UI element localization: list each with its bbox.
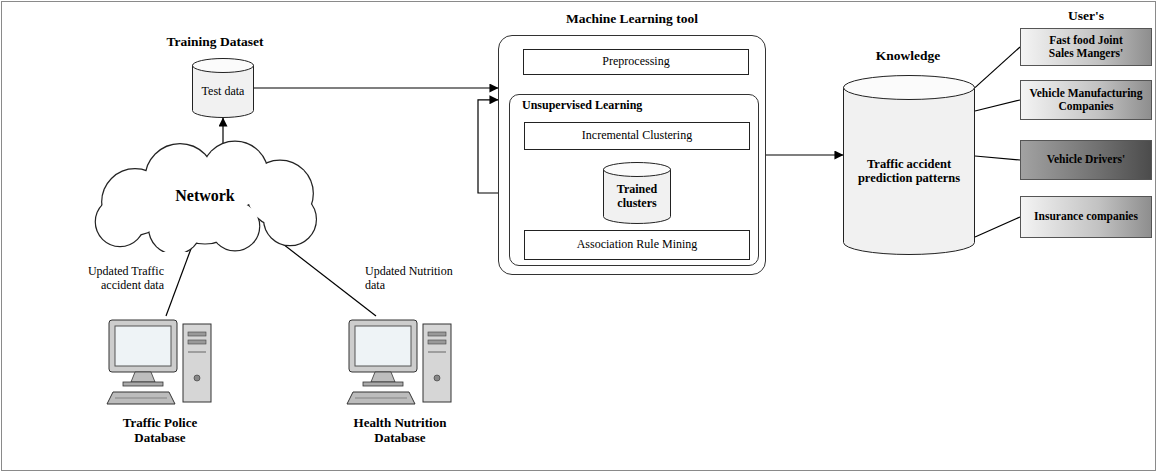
node-label: Test data <box>193 85 253 99</box>
network-cloud: Network <box>75 140 335 252</box>
connector <box>166 246 192 316</box>
node-label: Preprocessing <box>602 55 669 69</box>
connector <box>766 154 843 155</box>
computer-icon <box>105 316 215 411</box>
node-label: Fast food Joint Sales Mangers' <box>1038 34 1134 60</box>
user-box: Insurance companies <box>1020 196 1152 238</box>
process-box: Incremental Clustering <box>524 122 750 150</box>
user-box: Fast food Joint Sales Mangers' <box>1020 28 1152 66</box>
knowledge-cylinder: Traffic accident prediction patterns <box>843 75 975 255</box>
frame-heading: Unsupervised Learning <box>510 95 758 113</box>
node-label: Traffic accident prediction patterns <box>854 157 964 186</box>
node-label: Vehicle Manufacturing Companies <box>1024 87 1148 113</box>
computer-database: Traffic Police Database <box>100 316 220 466</box>
computer-icon <box>345 316 455 411</box>
node-label: Incremental Clustering <box>582 129 692 143</box>
process-box: Association Rule Mining <box>524 230 750 260</box>
section-heading: User's <box>1036 8 1136 24</box>
connector <box>975 100 1020 111</box>
node-label: Vehicle Drivers' <box>1024 153 1148 166</box>
section-heading: Knowledge <box>848 48 968 64</box>
group-frame: Unsupervised LearningIncremental Cluster… <box>509 94 759 266</box>
user-box: Vehicle Manufacturing Companies <box>1020 80 1152 120</box>
node-label: Association Rule Mining <box>577 238 698 252</box>
process-box: Preprocessing <box>523 49 749 75</box>
edge-label: Updated Nutrition data <box>365 264 453 293</box>
frame-heading: Machine Learning tool <box>499 11 765 27</box>
database-cylinder: Trained clusters <box>603 162 671 224</box>
connector <box>975 156 1020 160</box>
node-label: Network <box>175 187 235 205</box>
database-cylinder: Test data <box>192 58 254 118</box>
node-label: Insurance companies <box>1024 210 1148 223</box>
node-label: Trained clusters <box>607 183 667 211</box>
edge-label: Updated Traffic accident data <box>66 264 164 293</box>
section-heading: Training Dataset <box>145 34 285 50</box>
connector <box>254 87 498 88</box>
user-box: Vehicle Drivers' <box>1020 140 1152 180</box>
connector <box>222 118 223 144</box>
connector <box>278 240 376 316</box>
node-label: Traffic Police Database <box>100 416 220 446</box>
computer-database: Health Nutrition Database <box>340 316 460 466</box>
node-label: Health Nutrition Database <box>340 416 460 446</box>
connector <box>975 217 1020 237</box>
tool-frame: Machine Learning toolPreprocessingUnsupe… <box>498 35 766 275</box>
connector <box>975 47 1020 88</box>
